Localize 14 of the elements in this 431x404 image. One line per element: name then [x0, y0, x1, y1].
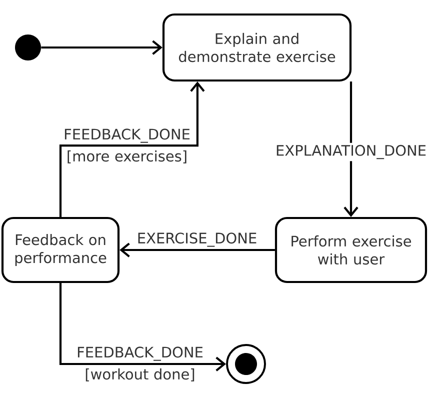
state-box: Feedback on performance [1, 216, 120, 284]
state-box: Perform exercise with user [274, 216, 428, 284]
edge-label: FEEDBACK_DONE [more exercises] [64, 128, 190, 164]
final-state [226, 344, 266, 384]
arrow [120, 242, 275, 258]
initial-state [15, 34, 41, 60]
edge-label: FEEDBACK_DONE [workout done] [78, 346, 203, 382]
state-box: Explain and demonstrate exercise [162, 13, 352, 82]
arrow [344, 82, 358, 217]
arrow [59, 82, 205, 217]
arrow [41, 40, 162, 55]
edge-label: EXERCISE_DONE [138, 232, 256, 247]
edge-label: EXPLANATION_DONE [273, 142, 429, 162]
arrow [59, 283, 226, 372]
